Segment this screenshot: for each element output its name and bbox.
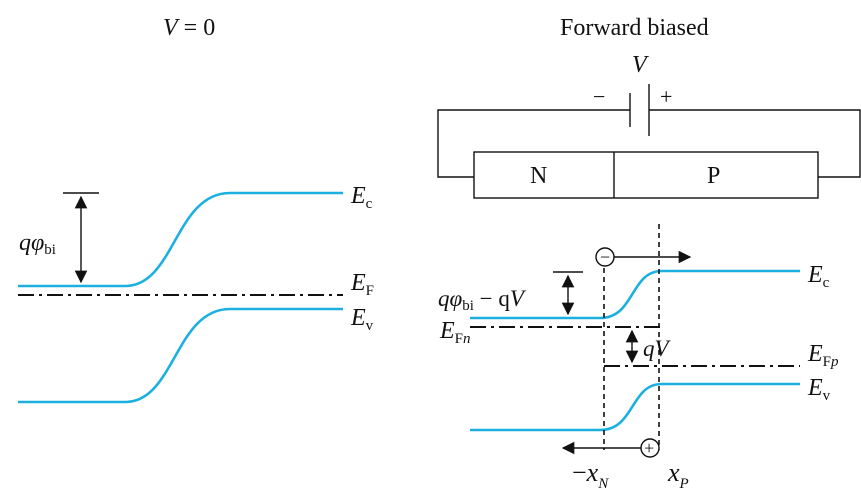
battery-voltage-label: V (632, 52, 649, 78)
pn-block (473, 151, 819, 199)
left-panel: V = 0 qφbi Ec EF Ev (18, 15, 374, 404)
hole-sign: + (644, 438, 654, 458)
right-barrier-label: qφbi − qV (438, 286, 527, 314)
left-conduction-band (18, 191, 343, 288)
region-n-label: N (530, 163, 547, 189)
battery-minus-label: − (593, 84, 605, 109)
xp-label: xP (667, 458, 689, 492)
left-ef-label: EF (350, 270, 374, 299)
right-valence-band (470, 382, 800, 432)
right-ec-label: Ec (807, 262, 830, 291)
circuit-wire-left (437, 109, 630, 178)
efn-label: EFn (439, 318, 471, 347)
circuit-wire-right (649, 109, 861, 178)
right-ev-label: Ev (807, 375, 831, 404)
left-ec-label: Ec (350, 183, 373, 212)
right-title: Forward biased (560, 15, 709, 41)
left-valence-band (18, 307, 343, 404)
left-barrier-label: qφbi (19, 230, 56, 258)
left-ev-label: Ev (350, 305, 374, 334)
region-p-label: P (707, 163, 720, 189)
electron-sign: − (600, 247, 610, 267)
efp-label: EFp (807, 341, 839, 370)
left-title: V = 0 (163, 15, 215, 41)
xn-label: −xN (572, 458, 609, 492)
qv-label: qV (643, 336, 672, 361)
battery-plus-label: + (660, 84, 672, 109)
right-panel: Forward biased V − + N P qφbi − qV qV (437, 15, 861, 492)
